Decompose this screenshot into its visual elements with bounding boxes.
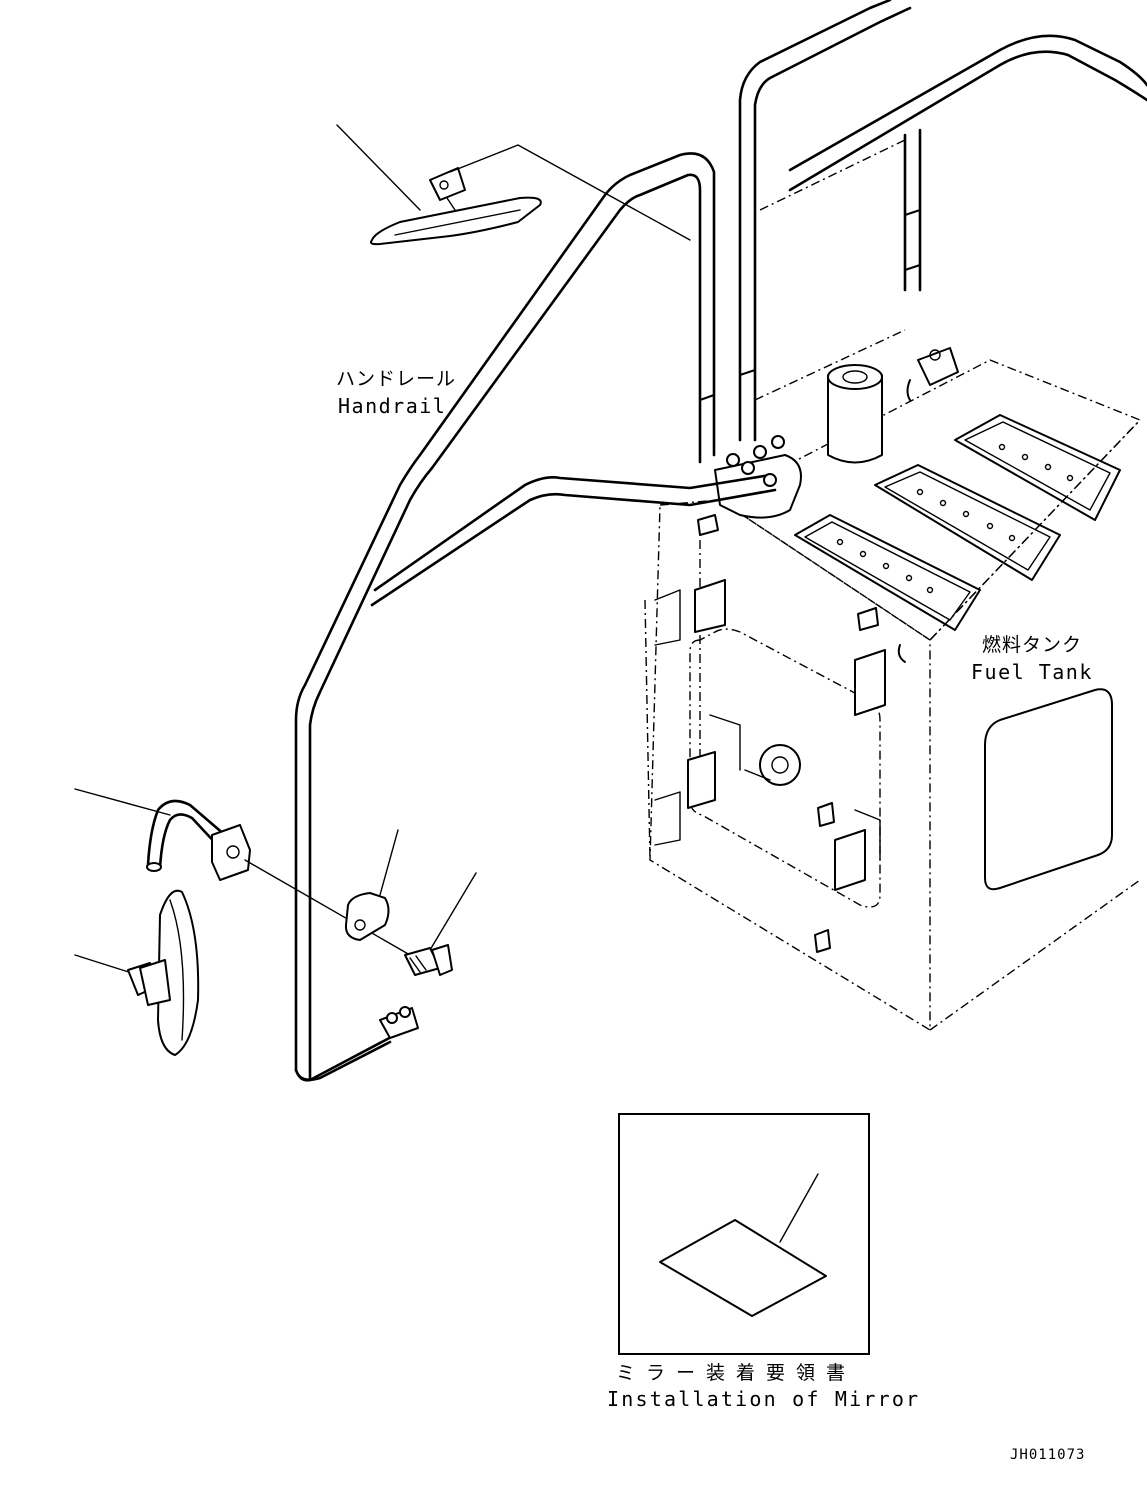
handrail-label-en: Handrail xyxy=(338,394,447,418)
mirror-manual-label-en: Installation of Mirror xyxy=(607,1387,921,1411)
drawing-number: JH011073 xyxy=(1010,1447,1086,1463)
mirror-manual-label-jp: ミラー装着要領書 xyxy=(616,1362,857,1384)
fuel-tank-label-en: Fuel Tank xyxy=(971,660,1093,684)
fuel-tank xyxy=(644,347,1142,1032)
handrail xyxy=(294,0,1147,1082)
manual-inset xyxy=(618,1113,870,1355)
upper-mirror xyxy=(336,124,691,246)
fuel-tank-label-jp: 燃料タンク xyxy=(982,634,1083,656)
handrail-label-jp: ハンドレール xyxy=(336,368,457,390)
lower-mirror xyxy=(74,788,411,1056)
clamp-and-bolt xyxy=(344,829,477,1039)
